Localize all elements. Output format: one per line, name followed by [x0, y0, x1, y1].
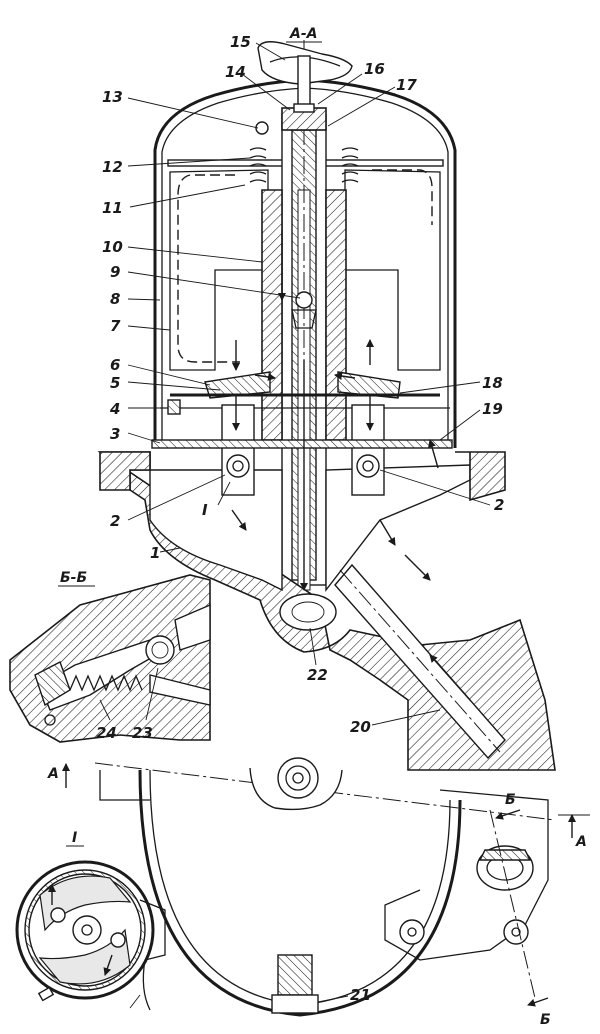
callout-21: 21: [350, 986, 371, 1004]
callout-18: 18: [482, 374, 503, 392]
callout-23: 23: [132, 724, 153, 742]
callout-12: 12: [102, 158, 123, 176]
cut-label-a-right: A: [575, 834, 587, 850]
callout-7: 7: [110, 317, 121, 335]
callout-2-left: 2: [110, 512, 120, 530]
callout-8: 8: [110, 290, 120, 308]
callout-11: 11: [102, 199, 123, 217]
callout-24: 24: [96, 724, 117, 742]
callout-9: 9: [110, 263, 120, 281]
flow-arrows: [231, 230, 471, 701]
title-section-bb: Б-Б: [60, 570, 87, 586]
view-one-outer: [15, 860, 155, 1000]
cut-label-b-bottom: Б: [540, 1012, 551, 1028]
callout-1: 1: [150, 544, 160, 562]
valve-ball: [145, 635, 175, 665]
rotor-housing: [169, 169, 269, 371]
spring-12: [249, 147, 359, 183]
drain-plug: [277, 954, 313, 996]
cut-label-a-left: A: [47, 766, 59, 782]
valve-spring: [69, 674, 143, 692]
callout-19: 19: [482, 400, 503, 418]
callout-22: 22: [307, 666, 328, 684]
title-view-one: I: [72, 830, 77, 846]
cap-plan-outline: [138, 769, 462, 1017]
callout-10: 10: [102, 238, 123, 256]
plan-view: [62, 757, 590, 1017]
callout-3: 3: [110, 425, 120, 443]
callout-14: 14: [225, 63, 246, 81]
flow-contour: [177, 174, 240, 363]
view-one: [15, 860, 166, 1011]
nozzle-right: [351, 404, 385, 496]
leader-lines: [127, 42, 491, 726]
ball-valve: [295, 291, 313, 309]
section-bb-view: [9, 574, 211, 743]
callout-15: 15: [230, 33, 251, 51]
callout-17: 17: [396, 76, 417, 94]
drain-chamber: [279, 593, 337, 631]
title-section-aa: А-А: [289, 26, 317, 42]
callout-16: 16: [364, 60, 385, 78]
plan-knob: [277, 757, 319, 799]
callout-6: 6: [110, 356, 120, 374]
section-aa-view: [97, 40, 556, 771]
callout-13: 13: [102, 88, 123, 106]
nozzle-left: [221, 404, 255, 496]
callout-2-right: 2: [494, 496, 504, 514]
callout-20: 20: [350, 718, 371, 736]
mounting-flange: [384, 789, 549, 961]
callout-roman-one: I: [202, 501, 208, 519]
callout-4: 4: [109, 400, 120, 418]
deflector-plate: [204, 371, 271, 399]
callout-5: 5: [110, 374, 120, 392]
cut-label-b-top: Б: [505, 792, 516, 808]
